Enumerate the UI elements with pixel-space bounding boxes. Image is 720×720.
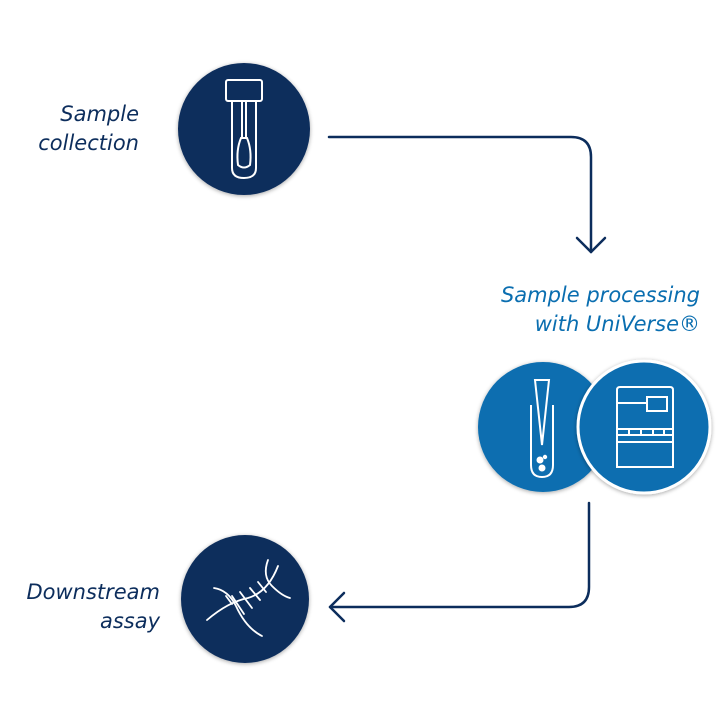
sample-collection-label: Sample collection	[38, 100, 139, 158]
sample-processing-label: Sample processing with UniVerse®	[501, 281, 700, 339]
label-line: Downstream	[26, 580, 160, 604]
label-line: Sample	[60, 102, 139, 126]
label-line: assay	[99, 609, 160, 633]
downstream-assay-node	[181, 535, 309, 663]
sample-processing-node	[478, 359, 712, 495]
processing-right-circle	[576, 359, 712, 495]
dna-icon	[206, 559, 291, 637]
arrow-to-processing	[327, 135, 607, 254]
instrument-icon	[616, 386, 674, 468]
label-line: with UniVerse®	[534, 312, 700, 336]
downstream-assay-label: Downstream assay	[26, 578, 160, 636]
sample-collection-node	[178, 63, 310, 195]
label-line: collection	[38, 131, 139, 155]
label-line: Sample processing	[500, 283, 700, 307]
swab-tube-icon	[225, 79, 263, 180]
test-tube-pipette-icon	[530, 379, 554, 479]
arrow-to-downstream	[328, 501, 591, 623]
